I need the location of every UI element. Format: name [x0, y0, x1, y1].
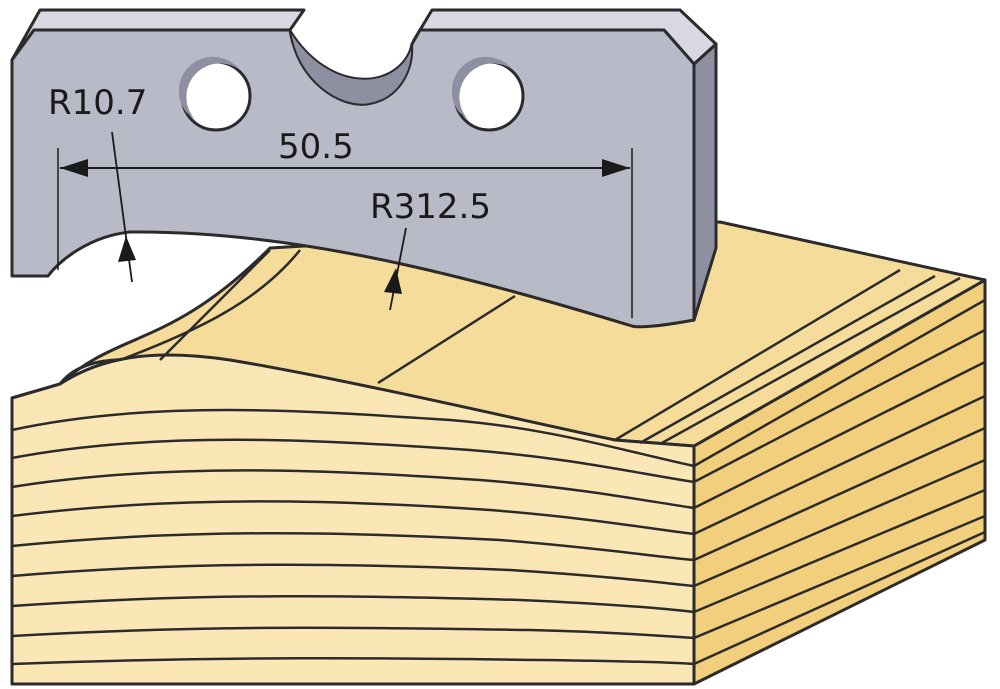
hole-inner-shadow — [178, 56, 240, 124]
corner-radius-arrowhead — [118, 236, 136, 262]
grain-line — [11, 531, 695, 562]
blade-hole-left — [178, 56, 252, 132]
wood-front-grain — [11, 408, 695, 666]
grain-line — [11, 563, 695, 588]
seam-line — [639, 274, 936, 445]
grain-line — [693, 298, 986, 468]
blade-notch — [289, 29, 414, 106]
seam-line — [659, 276, 961, 446]
grain-line — [11, 594, 695, 614]
grain-line — [693, 328, 986, 484]
wood-workpiece — [10, 220, 987, 686]
wood-side-grain — [693, 298, 986, 666]
grain-line — [693, 426, 986, 562]
corner-radius-label: R10.7 — [48, 83, 147, 123]
grain-line — [11, 656, 695, 666]
grain-line — [11, 469, 695, 510]
grain-line — [693, 360, 986, 510]
dimension-labels: R10.7 50.5 R312.5 — [48, 83, 491, 227]
seam-line — [614, 268, 901, 442]
wood-top-seams — [119, 249, 961, 446]
width-label: 50.5 — [278, 127, 354, 167]
grain-line — [693, 514, 986, 640]
grain-line — [693, 530, 986, 666]
arrowhead-left — [60, 159, 88, 177]
grain-line — [693, 394, 986, 536]
profile-radius-leader — [389, 227, 407, 311]
grain-line — [693, 488, 986, 614]
grain-line — [11, 408, 695, 468]
profile-radius-label: R312.5 — [370, 187, 491, 227]
wood-front-face — [10, 353, 696, 686]
knife-blade — [10, 8, 718, 329]
dimension-annotations — [57, 131, 633, 318]
arrowhead-right — [602, 159, 630, 177]
seam-line — [159, 249, 271, 361]
hole-inner-shadow — [451, 56, 513, 124]
seam-line — [119, 249, 301, 362]
seam-line — [377, 294, 516, 385]
blade-hole-right — [451, 56, 525, 132]
grain-line — [11, 626, 695, 640]
profile-radius-arrowhead — [384, 268, 402, 294]
grain-line — [11, 438, 695, 484]
grain-line — [693, 458, 986, 588]
grain-line — [11, 500, 695, 536]
